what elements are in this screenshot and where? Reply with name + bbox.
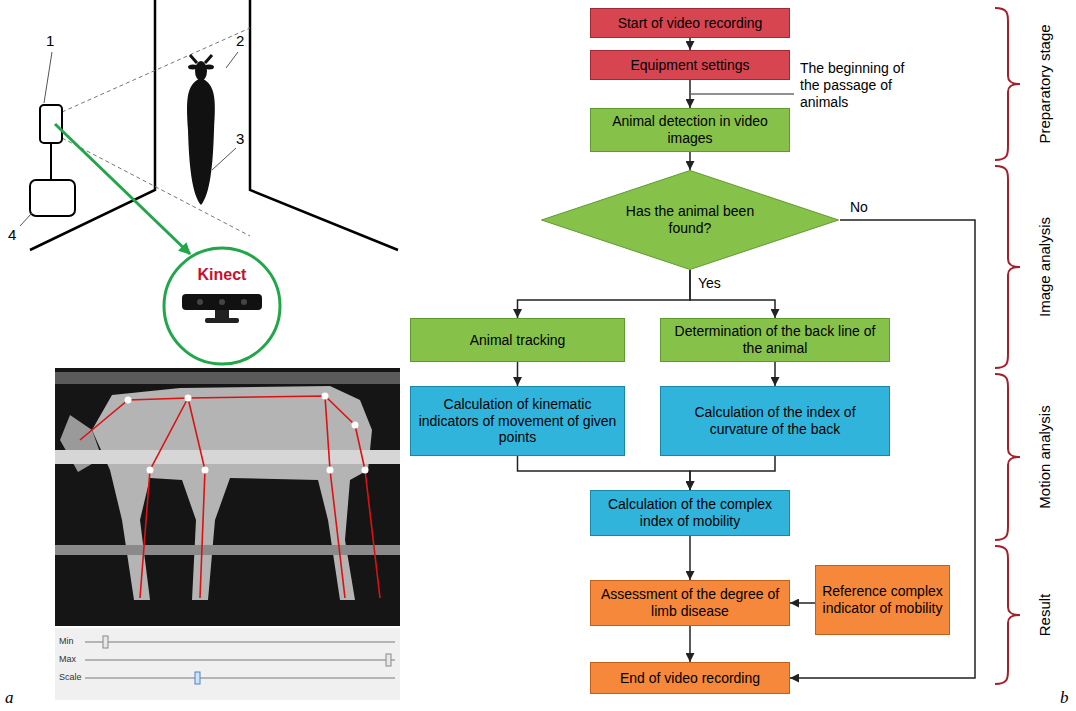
- green-arrow: [55, 124, 190, 254]
- node-text: Assessment of the degree of limb disease: [597, 586, 783, 620]
- depth-image: [55, 368, 400, 626]
- slider-label: Max: [59, 654, 76, 665]
- flow-arrow: [689, 38, 691, 50]
- flow-arrow: [518, 456, 691, 490]
- flow-arrow: [690, 456, 775, 490]
- node-text: Reference complex indicator of mobility: [822, 583, 943, 617]
- node-text: Calculation of kinematic indicators of m…: [417, 396, 618, 446]
- stage-label: Motion analysis: [1036, 405, 1054, 508]
- stage-label: Preparatory stage: [1036, 24, 1054, 143]
- flow-arrow: [774, 362, 776, 386]
- annotation-text: The beginning of the passage of animals: [800, 60, 905, 110]
- process-box: Start of video recording: [590, 8, 790, 38]
- process-box: Animal detection in video images: [590, 108, 790, 152]
- kinect-device: [182, 294, 262, 323]
- annotation-leader: [691, 94, 794, 95]
- cable: [50, 143, 52, 180]
- flow-arrow: [790, 602, 815, 604]
- process-box: Calculation of kinematic indicators of m…: [410, 386, 625, 456]
- process-box: End of video recording: [590, 662, 790, 694]
- stage-label: Image analysis: [1036, 217, 1054, 317]
- node-text: Calculation of the complex index of mobi…: [597, 496, 783, 530]
- flow-arrow: [518, 270, 691, 318]
- callout-number: 1: [46, 32, 54, 50]
- camera-box: [40, 105, 62, 143]
- leader-lines: [20, 52, 238, 226]
- flow-arrow: [689, 626, 691, 662]
- process-box: Equipment settings: [590, 50, 790, 80]
- diamond-shape: [542, 171, 839, 270]
- node-text: Start of video recording: [618, 15, 763, 32]
- process-box: Assessment of the degree of limb disease: [590, 580, 790, 626]
- reference-box: Reference complex indicator of mobility: [815, 565, 950, 635]
- edge-label: No: [848, 199, 870, 216]
- node-text: End of video recording: [620, 670, 760, 687]
- computer-box: [30, 180, 75, 216]
- stage-brackets: [995, 8, 1020, 684]
- node-text: Equipment settings: [630, 57, 749, 74]
- node-text: Animal detection in video images: [597, 113, 783, 147]
- kinect-circle: [164, 248, 280, 364]
- flow-arrow: [689, 80, 691, 108]
- edge-label: Yes: [696, 275, 723, 292]
- flow-arrow: [517, 362, 519, 386]
- slider-panel: [55, 628, 400, 700]
- node-text: Calculation of the index of curvature of…: [667, 404, 883, 438]
- field-of-view: [62, 28, 250, 236]
- panel-letter: b: [1060, 688, 1069, 708]
- cow-silhouette: [187, 55, 215, 205]
- process-box: Calculation of the index of curvature of…: [660, 386, 890, 456]
- process-box: Calculation of the complex index of mobi…: [590, 490, 790, 536]
- device-name: Kinect: [198, 265, 247, 284]
- process-box: Determination of the back line of the an…: [660, 318, 890, 362]
- callout-number: 2: [236, 32, 244, 50]
- stage-label: Result: [1036, 594, 1054, 637]
- corridor-walls: [30, 0, 398, 250]
- callout-number: 3: [236, 130, 244, 148]
- node-text: Has the animal been found?: [615, 203, 765, 237]
- slider-label: Scale: [59, 672, 82, 683]
- flow-arrow: [689, 536, 691, 580]
- node-text: Determination of the back line of the an…: [667, 323, 883, 357]
- callout-number: 4: [8, 226, 16, 244]
- panel-letter: a: [5, 688, 14, 708]
- flow-arrow: [690, 270, 775, 318]
- slider-label: Min: [59, 636, 74, 647]
- decision-diamond: Has the animal been found?: [540, 170, 840, 270]
- node-text: Animal tracking: [470, 332, 566, 349]
- process-box: Animal tracking: [410, 318, 625, 362]
- flow-arrow: [689, 152, 691, 170]
